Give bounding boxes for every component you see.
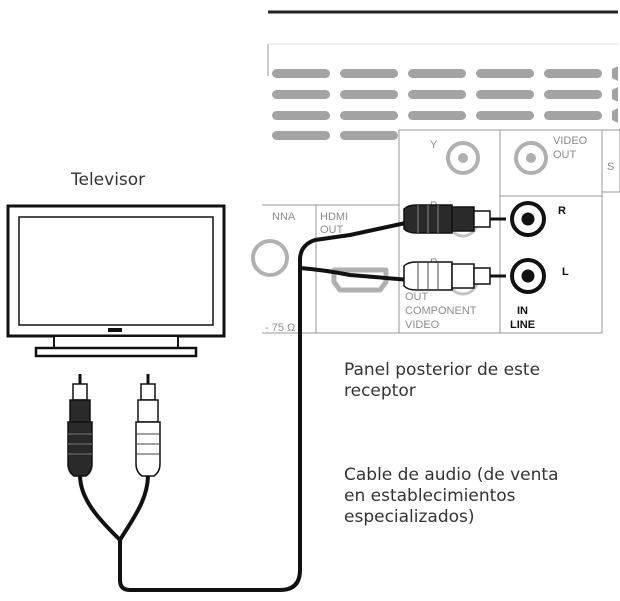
hdmi-label-line2: OUT bbox=[320, 224, 344, 236]
video-out-jack bbox=[514, 141, 548, 175]
line-in-box bbox=[499, 129, 603, 334]
y-label: Y bbox=[430, 139, 438, 151]
cable-caption-line2: en establecimientos bbox=[344, 486, 516, 506]
receiver-rear-panel: Y P P VIDEO OUT S NNA HDMI OUT OUT COMPO… bbox=[251, 10, 620, 334]
cable-strand-l bbox=[78, 473, 122, 542]
receiver-caption-line2: receptor bbox=[344, 381, 416, 401]
cable-caption-line3: especializados) bbox=[344, 507, 475, 527]
tv-stand-base bbox=[34, 346, 198, 358]
tv-plug-light bbox=[135, 374, 161, 477]
out-label: OUT bbox=[405, 291, 429, 303]
antenna-label: NNA bbox=[272, 211, 296, 223]
video-out-label-line1: VIDEO bbox=[553, 135, 588, 147]
hdmi-port bbox=[331, 267, 389, 293]
video-out-label-line2: OUT bbox=[553, 149, 577, 161]
r-label: R bbox=[558, 205, 566, 217]
l-input-jack bbox=[510, 258, 546, 294]
in-label: IN bbox=[517, 305, 528, 317]
side-label: S bbox=[607, 161, 614, 173]
l-plug-light bbox=[403, 261, 506, 291]
video-label: VIDEO bbox=[405, 319, 440, 331]
r-plug-dark bbox=[403, 204, 506, 234]
tv-label: Televisor bbox=[70, 170, 145, 190]
television bbox=[6, 204, 226, 358]
line-label: LINE bbox=[510, 319, 535, 331]
component-label: COMPONENT bbox=[405, 305, 477, 317]
y-jack bbox=[446, 141, 480, 175]
ohm-label: - 75 Ω bbox=[265, 322, 295, 334]
ventilation-slots bbox=[272, 66, 618, 140]
receiver-caption-line1: Panel posterior de este bbox=[344, 360, 540, 380]
hdmi-label-line1: HDMI bbox=[320, 211, 348, 223]
audio-cable bbox=[78, 220, 412, 592]
cable-caption-line1: Cable de audio (de venta bbox=[344, 465, 559, 485]
tv-plug-dark bbox=[67, 374, 93, 477]
tv-stand-neck bbox=[53, 335, 179, 349]
antenna-jack-partial bbox=[251, 239, 289, 277]
l-label: L bbox=[562, 266, 569, 278]
tv-power-indicator bbox=[108, 328, 122, 332]
tv-screen bbox=[18, 216, 214, 326]
side-box bbox=[601, 129, 620, 193]
cable-strand-r bbox=[118, 473, 150, 542]
cable-branch-l bbox=[298, 266, 412, 282]
cable-main-run bbox=[118, 220, 412, 592]
r-input-jack bbox=[510, 201, 546, 237]
